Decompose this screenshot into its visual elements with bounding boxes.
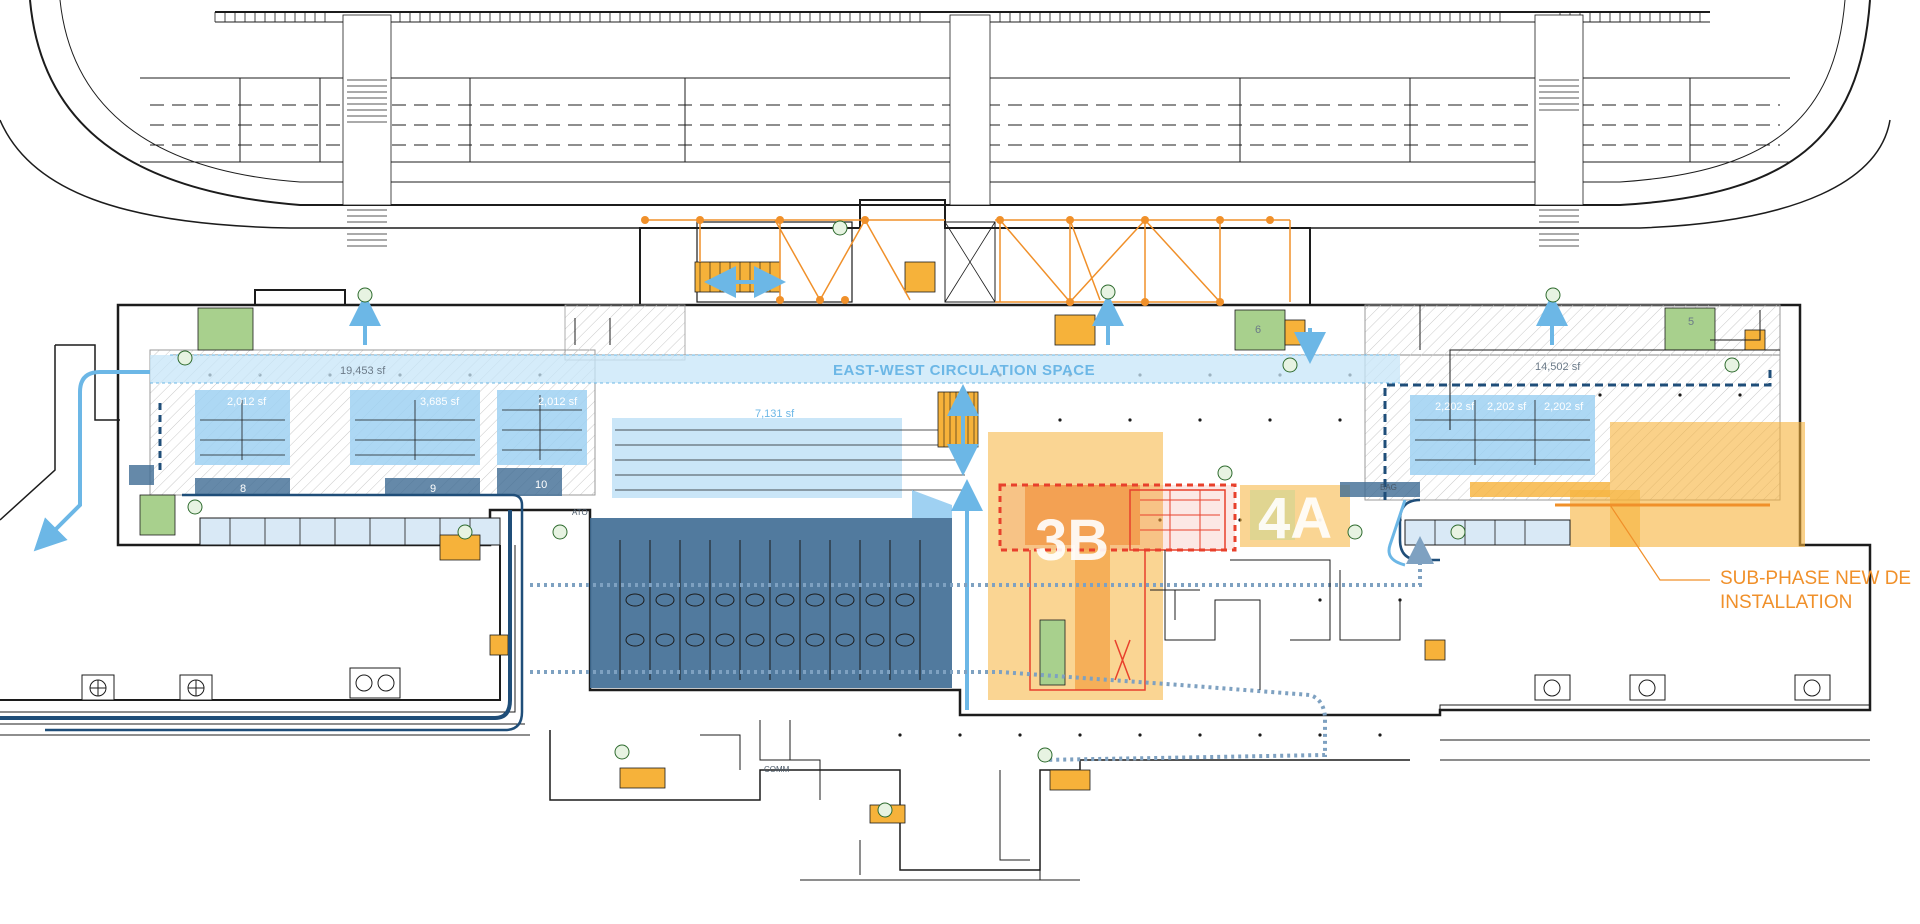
elevator-icon <box>457 524 473 540</box>
area-west-total: 19,453 sf <box>340 365 386 377</box>
roadway <box>0 0 1891 247</box>
elevator-icon <box>357 287 373 303</box>
bag-label: BAG <box>1380 483 1397 492</box>
elevator-icon <box>832 220 848 236</box>
area-block-d: 2,202 sf <box>1435 401 1475 413</box>
gate-6: 6 <box>1255 324 1261 336</box>
gate-8: 8 <box>240 483 246 495</box>
gate-5: 5 <box>1688 316 1694 328</box>
elevator-icon <box>1450 524 1466 540</box>
callout-line-1: SUB-PHASE NEW DE <box>1720 568 1911 589</box>
elevator-markers <box>177 220 1740 818</box>
elevator-icon <box>1217 465 1233 481</box>
fan-units <box>81 667 1831 701</box>
elevator-icon <box>187 499 203 515</box>
gate-9: 9 <box>430 483 436 495</box>
gate-10: 10 <box>535 479 547 491</box>
interior-partitions <box>574 305 1780 861</box>
elevator-icon <box>1100 284 1116 300</box>
elevator-icon <box>877 802 893 818</box>
east-west-circulation <box>150 354 1400 384</box>
counter-rows <box>200 395 1590 491</box>
elevator-icon <box>1282 357 1298 373</box>
dotted-routes <box>530 536 1434 762</box>
fan-icon <box>1794 674 1831 701</box>
phase-4a-label: 4A <box>1258 486 1332 551</box>
area-block-b: 3,685 sf <box>420 396 460 408</box>
baggage-routes <box>0 365 1772 732</box>
phase-overlays <box>988 422 1805 700</box>
elevator-icon <box>614 744 630 760</box>
area-block-f: 2,202 sf <box>1544 401 1584 413</box>
elevator-icon <box>1347 524 1363 540</box>
truss-nodes <box>641 216 1274 306</box>
phase-3b-label: 3B <box>1035 508 1109 573</box>
area-center-total: 7,131 sf <box>755 408 795 420</box>
circulation-arrows <box>33 266 1568 710</box>
elevator-icon <box>1545 287 1561 303</box>
service-cores <box>139 307 1716 686</box>
area-block-c: 2,012 sf <box>538 396 578 408</box>
area-block-e: 2,202 sf <box>1487 401 1527 413</box>
area-east-total: 14,502 sf <box>1535 361 1581 373</box>
fan-icon <box>1629 674 1666 701</box>
comm-label: COMM <box>764 765 790 774</box>
fan-icon <box>179 674 213 701</box>
elevator-icon <box>552 524 568 540</box>
fan-icon <box>81 674 115 701</box>
elevator-icon <box>1724 357 1740 373</box>
circulation-arrow-icon <box>33 370 150 552</box>
ato-label: ATO <box>572 508 588 517</box>
fan-icon <box>349 667 401 699</box>
elevator-icon <box>177 350 193 366</box>
circulation-label: EAST-WEST CIRCULATION SPACE <box>833 362 1095 379</box>
callout-line-2: INSTALLATION <box>1720 592 1852 613</box>
fan-icon <box>1534 674 1571 701</box>
callout-leader <box>1609 504 1710 581</box>
elevator-icon <box>1037 747 1053 763</box>
area-block-a: 2,012 sf <box>227 396 267 408</box>
baggage-hall <box>590 490 952 688</box>
